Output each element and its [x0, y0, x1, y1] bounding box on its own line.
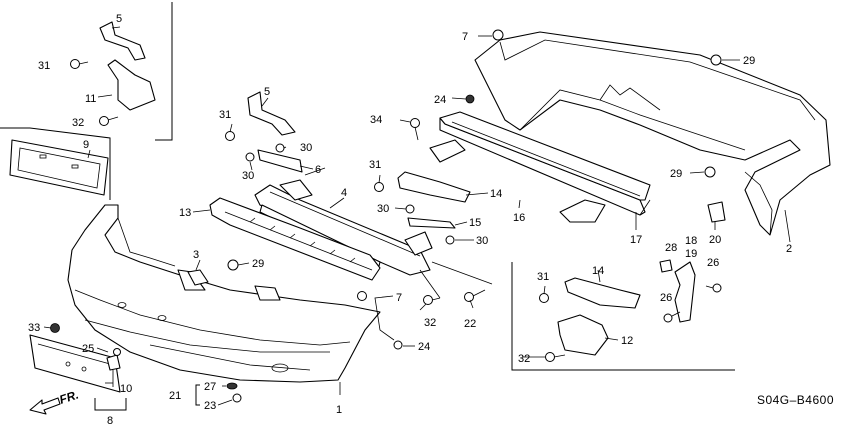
callout-16: 16: [513, 212, 525, 224]
bracket-15-shape: [407, 217, 456, 229]
callout-27: 27: [204, 381, 216, 393]
callout-30b: 30: [242, 170, 254, 182]
callout-12: 12: [621, 335, 633, 347]
callout-24: 24: [418, 341, 430, 353]
clip-20-shape: [707, 201, 726, 223]
callout-31b: 31: [219, 109, 231, 121]
callout-7: 7: [396, 292, 402, 304]
callout-9: 9: [83, 139, 89, 151]
callout-22: 22: [464, 318, 476, 330]
front-absorber-shape: [209, 197, 381, 281]
callout-29c: 29: [252, 258, 264, 270]
callout-30: 30: [300, 142, 312, 154]
callout-23: 23: [204, 400, 216, 412]
fasteners: [50, 29, 722, 403]
callout-26: 26: [707, 257, 719, 269]
callout-1: 1: [336, 404, 342, 416]
callout-28: 28: [665, 242, 677, 254]
bracket-6-shape: [257, 149, 303, 173]
clip-10-shape: [106, 354, 121, 371]
callout-13: 13: [179, 207, 191, 219]
bracket-12-shape: [557, 314, 609, 356]
callout-33: 33: [28, 322, 40, 334]
bracket-5-upper-shape: [99, 21, 146, 61]
callout-32b: 32: [424, 317, 436, 329]
callout-31d: 31: [537, 271, 549, 283]
callouts: 1 2 3 4 5 5 6 7 7 8 9 10 11 12 13 14 14 …: [28, 13, 792, 425]
front-license-garnish-shape: [29, 334, 121, 393]
callout-24b: 24: [434, 94, 446, 106]
callout-5b: 5: [264, 86, 270, 98]
callout-29b: 29: [670, 168, 682, 180]
rear-beam-shape: [429, 111, 651, 223]
callout-6: 6: [315, 164, 321, 176]
callout-31: 31: [38, 60, 50, 72]
direction-label: FR.: [58, 388, 81, 407]
clip-3-shape: [187, 269, 209, 286]
callout-30d: 30: [476, 235, 488, 247]
callout-29: 29: [743, 55, 755, 67]
callout-15: 15: [469, 217, 481, 229]
bracket-19-shape: [674, 261, 696, 323]
callout-26b: 26: [660, 292, 672, 304]
callout-5: 5: [116, 13, 122, 25]
callout-3: 3: [193, 249, 199, 261]
upper-left-frame: [155, 2, 173, 141]
leader-lines: [43, 26, 791, 406]
bracket-14-upper-shape: [397, 171, 471, 203]
diagram-code: S04G–B4600: [756, 393, 834, 407]
callout-14: 14: [490, 188, 502, 200]
bracket-11-shape: [107, 59, 156, 111]
bracket-5-mid-shape: [247, 91, 296, 136]
callout-30c: 30: [377, 203, 389, 215]
rear-bumper-shape: [474, 31, 831, 236]
callout-32c: 32: [518, 353, 530, 365]
license-frame: [0, 127, 111, 200]
lower-right-frame: [511, 262, 735, 371]
callout-17: 17: [630, 234, 642, 246]
bracket-21: [195, 384, 200, 406]
callout-34: 34: [370, 114, 382, 126]
callout-19: 19: [685, 248, 697, 260]
callout-4: 4: [341, 187, 347, 199]
bracket-8: [94, 398, 127, 411]
callout-20: 20: [709, 234, 721, 246]
callout-2: 2: [786, 243, 792, 255]
callout-14b: 14: [592, 265, 604, 277]
callout-10: 10: [120, 383, 132, 395]
callout-21: 21: [169, 390, 181, 402]
bracket-14-lower-shape: [564, 277, 641, 309]
callout-18: 18: [685, 235, 697, 247]
front-bumper-shape: [67, 204, 381, 383]
license-base-shape: [9, 139, 109, 196]
front-direction-arrow-icon: [29, 397, 61, 415]
callout-31c: 31: [369, 159, 381, 171]
callout-7b: 7: [462, 31, 468, 43]
callout-32: 32: [72, 117, 84, 129]
callout-11: 11: [85, 93, 96, 105]
callout-8: 8: [107, 415, 113, 425]
clip-28-shape: [659, 259, 673, 273]
callout-25: 25: [82, 343, 94, 355]
